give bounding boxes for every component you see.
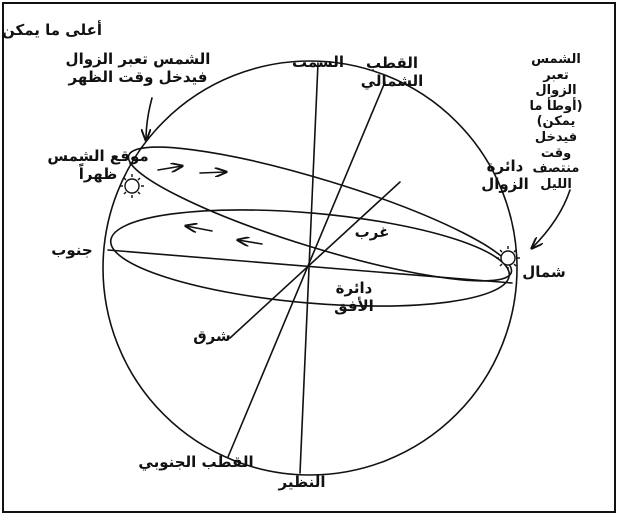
arrow-icon — [238, 240, 262, 244]
south-label: جنوب — [51, 241, 92, 259]
east-label: شرق — [193, 327, 231, 345]
sun-noon-position-label: موقع الشمس ظهراً — [47, 147, 148, 183]
celestial-sphere-outline — [103, 61, 517, 475]
horizon-circle-label: دائرة الأفق — [334, 279, 374, 315]
midnight-pointer-arrow — [532, 190, 570, 248]
sun-noon-note-label: الشمس تعبر الزوال فيدخل وقت الظهر — [66, 50, 211, 86]
arrow-icon — [158, 166, 182, 170]
polar-axis-line — [228, 82, 385, 457]
nadir-label: النظير — [279, 473, 326, 491]
arrow-icon — [200, 172, 226, 173]
north-pole-label: القطب الشمالي — [361, 54, 424, 90]
sun-midnight-note-label: الشمس تعبر الزوال (أوطأ ما يمكن) فيدخل و… — [525, 52, 587, 192]
south-pole-label: القطب الجنوبي — [138, 453, 253, 471]
west-label: غرب — [355, 223, 390, 241]
meridian-circle-label: دائرة الزوال — [481, 157, 529, 193]
north-label: شمال — [522, 263, 565, 281]
noon-pointer-arrow — [146, 98, 152, 140]
east-west-line — [230, 182, 400, 338]
arrow-icon — [186, 226, 212, 231]
zenith-nadir-line — [300, 63, 318, 473]
zenith-label: السمت — [292, 53, 344, 71]
highest-point-label: أعلى ما يمكن — [2, 21, 102, 39]
